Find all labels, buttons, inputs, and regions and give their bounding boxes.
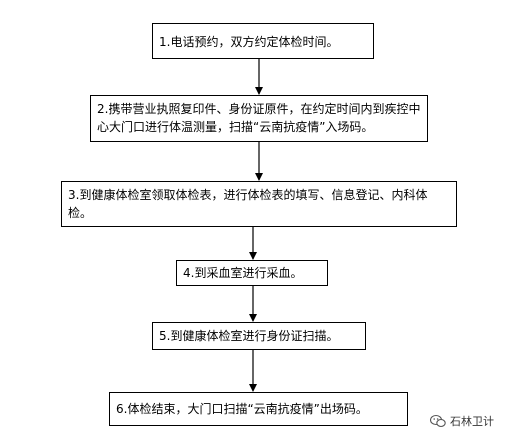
step-3-box: 3.到健康体检室领取体检表，进行体检表的填写、信息登记、内科体检。	[61, 181, 457, 227]
step-4-box: 4.到采血室进行采血。	[176, 260, 328, 286]
watermark: 石林卫计	[430, 410, 510, 432]
watermark-text: 石林卫计	[450, 415, 494, 428]
step-5-box: 5.到健康体检室进行身份证扫描。	[152, 322, 366, 350]
step-1-text: 1.电话预约，双方约定体检时间。	[159, 35, 339, 49]
step-6-box: 6.体检结束，大门口扫描“云南抗疫情”出场码。	[109, 392, 408, 426]
step-2-text: 2.携带营业执照复印件、身份证原件，在约定时间内到疾控中心大门口进行体温测量，扫…	[97, 102, 421, 134]
wechat-icon	[430, 414, 446, 428]
step-4-text: 4.到采血室进行采血。	[183, 266, 303, 280]
step-5-text: 5.到健康体检室进行身份证扫描。	[159, 329, 339, 343]
step-6-text: 6.体检结束，大门口扫描“云南抗疫情”出场码。	[116, 402, 368, 416]
step-2-box: 2.携带营业执照复印件、身份证原件，在约定时间内到疾控中心大门口进行体温测量，扫…	[90, 95, 428, 142]
step-3-text: 3.到健康体检室领取体检表，进行体检表的填写、信息登记、内科体检。	[68, 188, 428, 220]
step-1-box: 1.电话预约，双方约定体检时间。	[152, 23, 374, 59]
